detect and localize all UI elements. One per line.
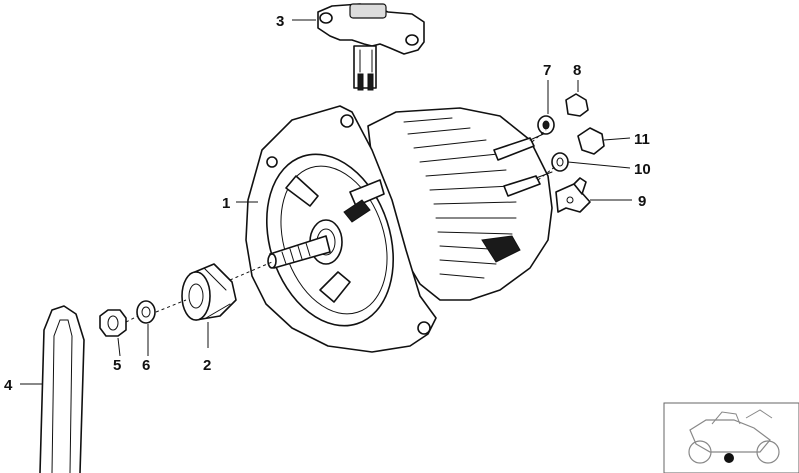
- hex-nut: [99, 309, 127, 337]
- nut-small: [537, 115, 555, 135]
- cap-nut: [565, 93, 589, 117]
- callout-11: 11: [634, 131, 650, 148]
- motorcycle-icon: [688, 409, 780, 464]
- callout-6: 6: [142, 357, 150, 374]
- callout-9: 9: [638, 193, 646, 210]
- nut-m5: [551, 152, 569, 172]
- callout-5: 5: [113, 357, 121, 374]
- motorcycle-thumbnail[interactable]: [663, 402, 799, 473]
- callout-7: 7: [543, 62, 551, 79]
- callout-10: 10: [634, 161, 651, 178]
- callout-8: 8: [573, 62, 581, 79]
- cap: [577, 127, 605, 155]
- washer: [136, 300, 156, 324]
- voltage-regulator: [317, 3, 425, 91]
- terminal-bracket: [555, 177, 591, 213]
- leader-lines: [20, 19, 632, 385]
- alternator: [245, 105, 553, 353]
- callout-3: 3: [276, 13, 284, 30]
- callout-labels: 1 2 3 4 5 6 7 8 9 10 11: [4, 13, 651, 394]
- v-belt: [39, 305, 85, 473]
- pulley: [181, 263, 237, 321]
- callout-1: 1: [222, 195, 230, 212]
- callout-2: 2: [203, 357, 211, 374]
- callout-4: 4: [4, 377, 13, 394]
